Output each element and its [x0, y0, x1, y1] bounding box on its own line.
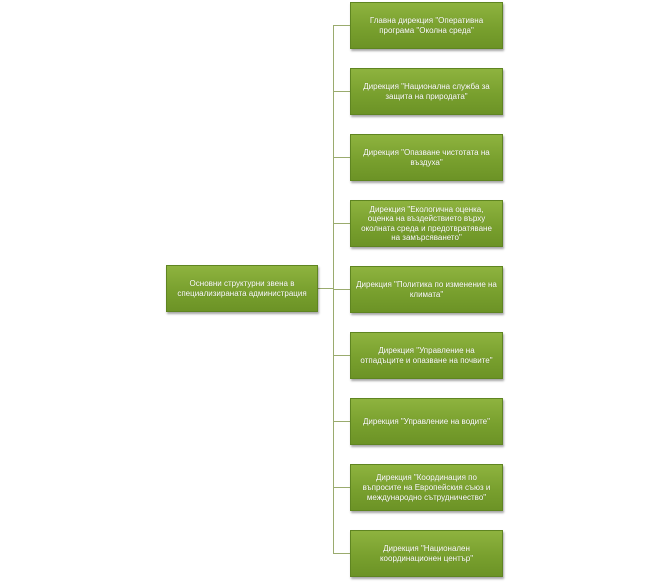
child-node-6: Дирекция "Управление на отпадъците и опа…: [350, 332, 503, 379]
connector-branch-8: [333, 487, 350, 488]
connector-branch-3: [333, 157, 350, 158]
connector-branch-2: [333, 91, 350, 92]
child-node-1: Главна дирекция "Оперативна програма "Ок…: [350, 2, 503, 49]
connector-root-to-trunk: [318, 288, 334, 289]
child-node-4: Дирекция "Екологична оценка, оценка на в…: [350, 200, 503, 247]
connector-branch-1: [333, 25, 350, 26]
connector-branch-6: [333, 355, 350, 356]
child-node-7: Дирекция "Управление на водите": [350, 398, 503, 445]
root-node: Основни структурни звена в специализиран…: [166, 265, 318, 312]
child-node-2: Дирекция "Национална служба за защита на…: [350, 68, 503, 115]
connector-branch-9: [333, 553, 350, 554]
child-node-5: Дирекция "Политика по изменение на клима…: [350, 266, 503, 313]
child-node-8: Дирекция "Координация по въпросите на Ев…: [350, 464, 503, 511]
child-node-3: Дирекция "Опазване чистотата на въздуха": [350, 134, 503, 181]
connector-branch-4: [333, 223, 350, 224]
child-node-9: Дирекция "Национален координационен цент…: [350, 530, 503, 577]
connector-branch-5: [333, 289, 350, 290]
connector-branch-7: [333, 421, 350, 422]
